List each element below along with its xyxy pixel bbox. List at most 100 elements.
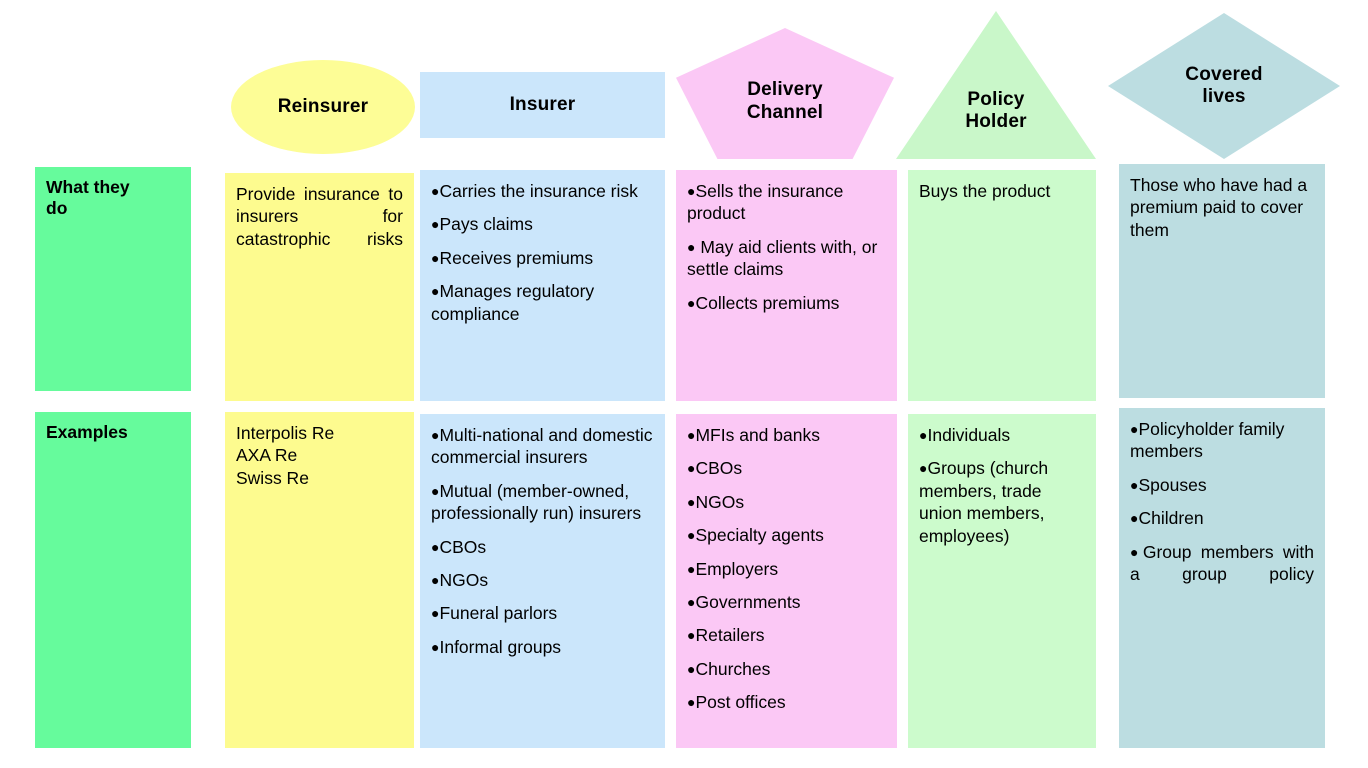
list-item-label: Specialty agents <box>695 525 824 546</box>
list-item: ●Post offices <box>687 691 886 713</box>
header-shape-reinsurer: Reinsurer <box>231 60 415 154</box>
bullet-dot-icon: ● <box>431 538 440 555</box>
cell-text: Provide insurance to insurers for catast… <box>236 184 403 249</box>
bullet-dot-icon: ● <box>431 216 440 233</box>
list-item: ●Carries the insurance risk <box>431 180 654 202</box>
list-item-label: Receives premiums <box>439 247 594 268</box>
header-shape-delivery-channel: Delivery Channel <box>676 28 894 159</box>
list-item-label: Churches <box>695 658 771 679</box>
list-item-label: Post offices <box>695 692 786 713</box>
bullet-list: ●Individuals ●Groups (church members, tr… <box>919 424 1085 547</box>
bullet-dot-icon: ● <box>687 294 696 311</box>
rectangle-shape <box>420 72 665 138</box>
list-item-label: Collects premiums <box>695 292 840 313</box>
cell-examples-reinsurer: Interpolis Re AXA Re Swiss Re <box>225 412 414 748</box>
list-item-label: NGOs <box>439 569 489 590</box>
list-item: ●Individuals <box>919 424 1085 446</box>
list-item: ● May aid clients with, or settle claims <box>687 236 886 281</box>
cell-examples-delivery-channel: ●MFIs and banks ●CBOs ●NGOs ●Specialty a… <box>676 414 897 748</box>
cell-what-they-do-reinsurer: Provide insurance to insurers for catast… <box>225 173 414 401</box>
header-shape-policy-holder: Policy Holder <box>896 11 1096 159</box>
bullet-dot-icon: ● <box>1130 420 1139 437</box>
cell-text: Buys the product <box>919 181 1051 201</box>
bullet-dot-icon: ● <box>431 283 440 300</box>
list-item-label: Carries the insurance risk <box>439 181 638 201</box>
header-label-reinsurer: Reinsurer <box>277 95 369 117</box>
list-item-label: Informal groups <box>439 636 562 657</box>
bullet-dot-icon: ● <box>687 182 696 199</box>
header-label-line-1: Policy <box>967 88 1025 110</box>
list-item: ●Mutual (member-owned, professionally ru… <box>431 480 654 525</box>
list-item: ●Retailers <box>687 624 886 646</box>
bullet-dot-icon: ● <box>1130 476 1139 493</box>
list-item: ●CBOs <box>431 536 654 558</box>
list-item: ●Policyholder family members <box>1130 418 1314 463</box>
cell-text: Those who have had a premium paid to cov… <box>1130 175 1308 240</box>
list-item-label: Policyholder family members <box>1130 419 1285 462</box>
list-item-label: Manages regulatory compliance <box>431 281 595 324</box>
cell-what-they-do-policy-holder: Buys the product <box>908 170 1096 401</box>
bullet-list: ●Sells the insurance product ● May aid c… <box>687 180 886 314</box>
header-label-line-1: Delivery <box>747 79 823 101</box>
row-label-what-they-do: What they do <box>35 167 191 391</box>
cell-examples-covered-lives: ●Policyholder family members ●Spouses ●C… <box>1119 408 1325 748</box>
bullet-dot-icon: ● <box>687 493 696 510</box>
header-label-covered-lives: Covered lives <box>1185 64 1262 109</box>
bullet-list: ●Multi-national and domestic commercial … <box>431 424 654 658</box>
bullet-dot-icon: ● <box>919 460 928 477</box>
list-item-label: Mutual (member-owned, professionally run… <box>431 480 642 524</box>
list-item: ●Sells the insurance product <box>687 180 886 225</box>
row-label-line-2: do <box>46 198 68 219</box>
list-item-label: Spouses <box>1138 474 1207 495</box>
bullet-list: ●Policyholder family members ●Spouses ●C… <box>1130 418 1314 608</box>
bullet-dot-icon: ● <box>687 560 696 577</box>
header-label-insurer: Insurer <box>509 93 576 115</box>
list-item: ●Receives premiums <box>431 247 654 269</box>
ellipse-shape <box>231 60 415 154</box>
bullet-list: ●MFIs and banks ●CBOs ●NGOs ●Specialty a… <box>687 424 886 714</box>
bullet-dot-icon: ● <box>431 605 440 622</box>
list-item: ●Churches <box>687 658 886 680</box>
list-item-label: Individuals <box>927 425 1011 445</box>
list-item: ●Children <box>1130 507 1314 529</box>
cell-examples-policy-holder: ●Individuals ●Groups (church members, tr… <box>908 414 1096 748</box>
list-item: ●CBOs <box>687 457 886 479</box>
row-label-line-1: Examples <box>46 422 128 442</box>
cell-what-they-do-delivery-channel: ●Sells the insurance product ● May aid c… <box>676 170 897 401</box>
list-item: ●Informal groups <box>431 636 654 658</box>
header-label-policy-holder: Policy Holder <box>965 37 1026 134</box>
bullet-dot-icon: ● <box>431 571 440 588</box>
bullet-dot-icon: ● <box>431 482 440 499</box>
list-item: ●Pays claims <box>431 213 654 235</box>
list-item: ●NGOs <box>687 491 886 513</box>
bullet-dot-icon: ● <box>431 182 440 199</box>
list-item: ●Specialty agents <box>687 524 886 546</box>
row-label-line-1: What they <box>46 177 130 197</box>
cell-what-they-do-covered-lives: Those who have had a premium paid to cov… <box>1119 164 1325 398</box>
cell-examples-insurer: ●Multi-national and domestic commercial … <box>420 414 665 748</box>
bullet-dot-icon: ● <box>919 426 928 443</box>
list-item-label: Groups (church members, trade union memb… <box>919 458 1049 546</box>
bullet-dot-icon: ● <box>687 426 696 443</box>
list-item-label: Group members with a group policy <box>1130 541 1314 584</box>
bullet-dot-icon: ● <box>687 660 696 677</box>
bullet-dot-icon: ● <box>687 527 696 544</box>
cell-text-line: AXA Re <box>236 445 298 466</box>
bullet-dot-icon: ● <box>687 460 696 477</box>
header-label-line-2: lives <box>1202 86 1246 107</box>
list-item: ●Group members with a group policy <box>1130 541 1314 608</box>
bullet-dot-icon: ● <box>431 249 440 266</box>
bullet-dot-icon: ● <box>687 593 696 610</box>
list-item-label: NGOs <box>695 491 745 512</box>
header-label-line-2: Channel <box>746 101 824 123</box>
bullet-dot-icon: ● <box>687 694 696 711</box>
list-item: ●Employers <box>687 558 886 580</box>
list-item-label: Funeral parlors <box>439 603 558 624</box>
list-item: ●Governments <box>687 591 886 613</box>
list-item: ●MFIs and banks <box>687 424 886 446</box>
bullet-dot-icon: ● <box>687 238 696 255</box>
cell-text-line: Interpolis Re <box>236 423 335 443</box>
list-item: ●Collects premiums <box>687 292 886 314</box>
header-shape-covered-lives: Covered lives <box>1108 13 1340 159</box>
